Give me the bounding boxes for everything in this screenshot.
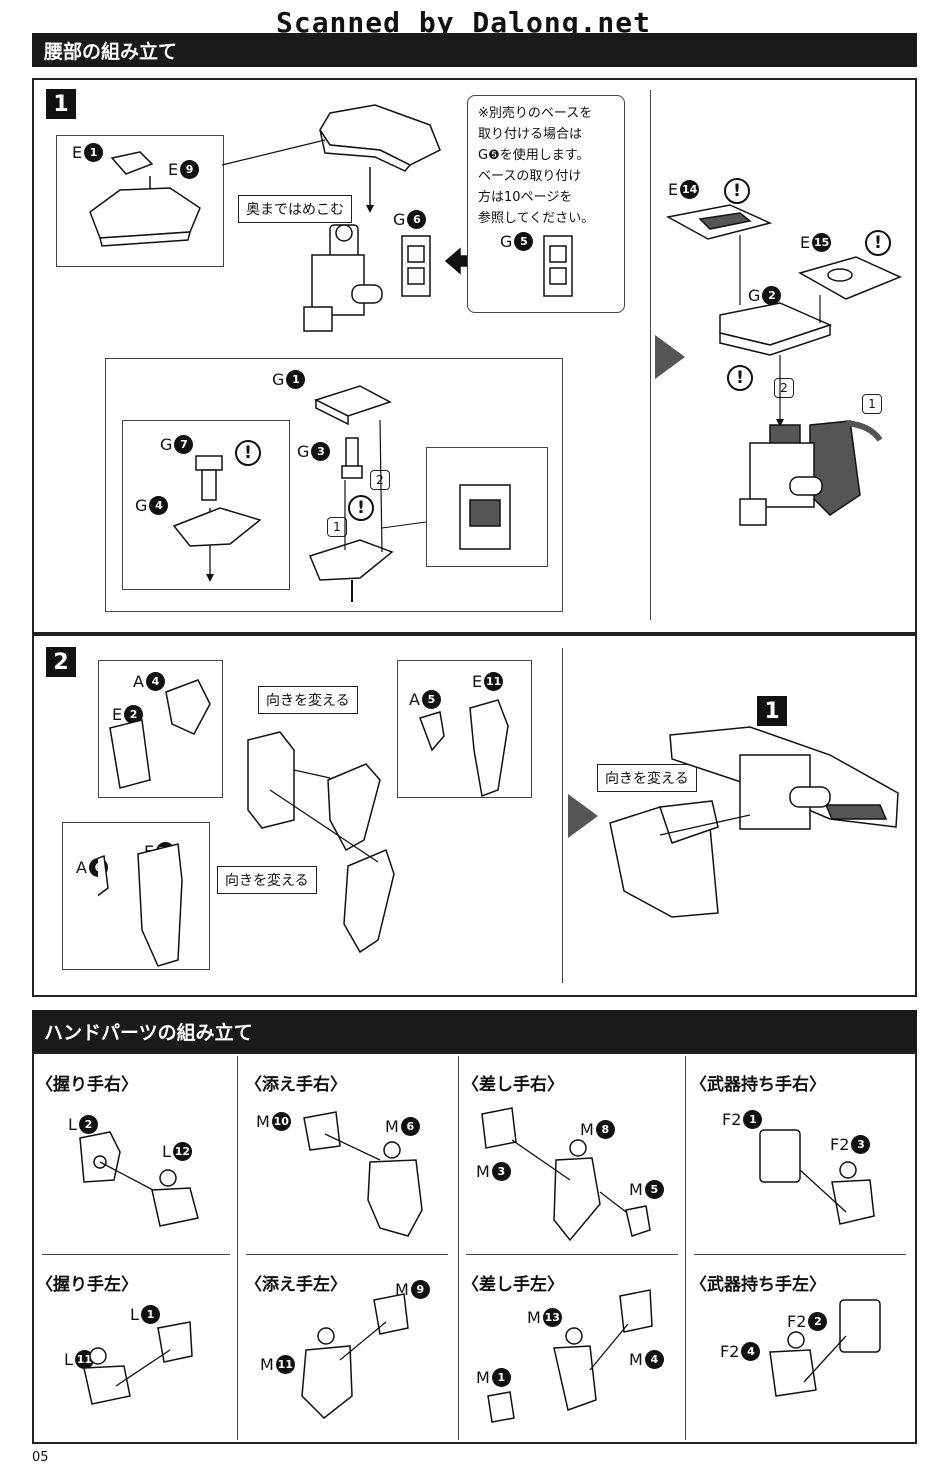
step-1-divider [650, 90, 651, 620]
waist-armor-part-drawing [221, 104, 441, 213]
hands-row-divider [246, 1254, 448, 1255]
a5-e11-subassembly-box [397, 660, 532, 798]
hands-divider [237, 1056, 238, 1440]
a6-e12-subassembly-box [62, 822, 210, 970]
hands-divider [458, 1056, 459, 1440]
ref-step-1-badge: 1 [757, 696, 787, 726]
g5-part-drawing [543, 235, 573, 297]
hands-panel [32, 1052, 917, 1444]
order-marker-2: 2 [370, 470, 390, 490]
caution-icon: ! [865, 230, 891, 256]
g6-part-drawing [401, 235, 431, 297]
caution-icon: ! [235, 440, 261, 466]
step-2-divider [562, 648, 563, 983]
step-2-assembled-drawing [609, 726, 899, 918]
callout-change-direction: 向きを変える [597, 764, 697, 792]
hand-title-grip-right: 〈握り手右〉 [36, 1075, 138, 1095]
caution-icon: ! [724, 178, 750, 204]
hands-row-divider [466, 1254, 678, 1255]
hand-title-grip-left: 〈握り手左〉 [36, 1275, 138, 1295]
g-parts-drawing [172, 385, 511, 602]
next-step-arrow [655, 335, 685, 379]
waist-assembly-drawing [665, 204, 902, 526]
hip-joint-part-drawing [303, 224, 383, 332]
step-1-badge: 1 [46, 89, 76, 119]
callout-push-fully: 奥まではめこむ [238, 195, 352, 223]
caution-icon: ! [727, 365, 753, 391]
hands-divider [685, 1056, 686, 1440]
hand-title-weapon-right: 〈武器持ち手右〉 [690, 1075, 826, 1095]
hands-row-divider [42, 1254, 230, 1255]
hand-title-weapon-left: 〈武器持ち手左〉 [690, 1275, 826, 1295]
hand-title-support-left: 〈添え手左〉 [245, 1275, 347, 1295]
hand-title-point-right: 〈差し手右〉 [462, 1075, 564, 1095]
hand-title-support-right: 〈添え手右〉 [245, 1075, 347, 1095]
order-marker-2: 2 [774, 378, 794, 398]
step-2-badge: 2 [46, 647, 76, 677]
base-note-text: ※別売りのベースを 取り付ける場合は G❺を使用します。 ベースの取り付け 方は… [478, 106, 595, 226]
e1-e9-parts-drawing [89, 151, 201, 247]
order-marker-1: 1 [862, 394, 882, 414]
hand-parts-drawings [79, 1107, 881, 1423]
callout-change-direction: 向きを変える [258, 686, 358, 714]
caution-icon: ! [348, 495, 374, 521]
next-step-arrow [568, 794, 598, 838]
hand-title-point-left: 〈差し手左〉 [462, 1275, 564, 1295]
callout-change-direction: 向きを変える [217, 866, 317, 894]
hands-section-title: ハンドパーツの組み立て [32, 1010, 917, 1052]
page-number: 05 [32, 1450, 49, 1464]
order-marker-1: 1 [327, 517, 347, 537]
step-2-parts-drawing [98, 679, 509, 967]
waist-section-title: 腰部の組み立て [32, 33, 917, 67]
hands-row-divider [694, 1254, 906, 1255]
